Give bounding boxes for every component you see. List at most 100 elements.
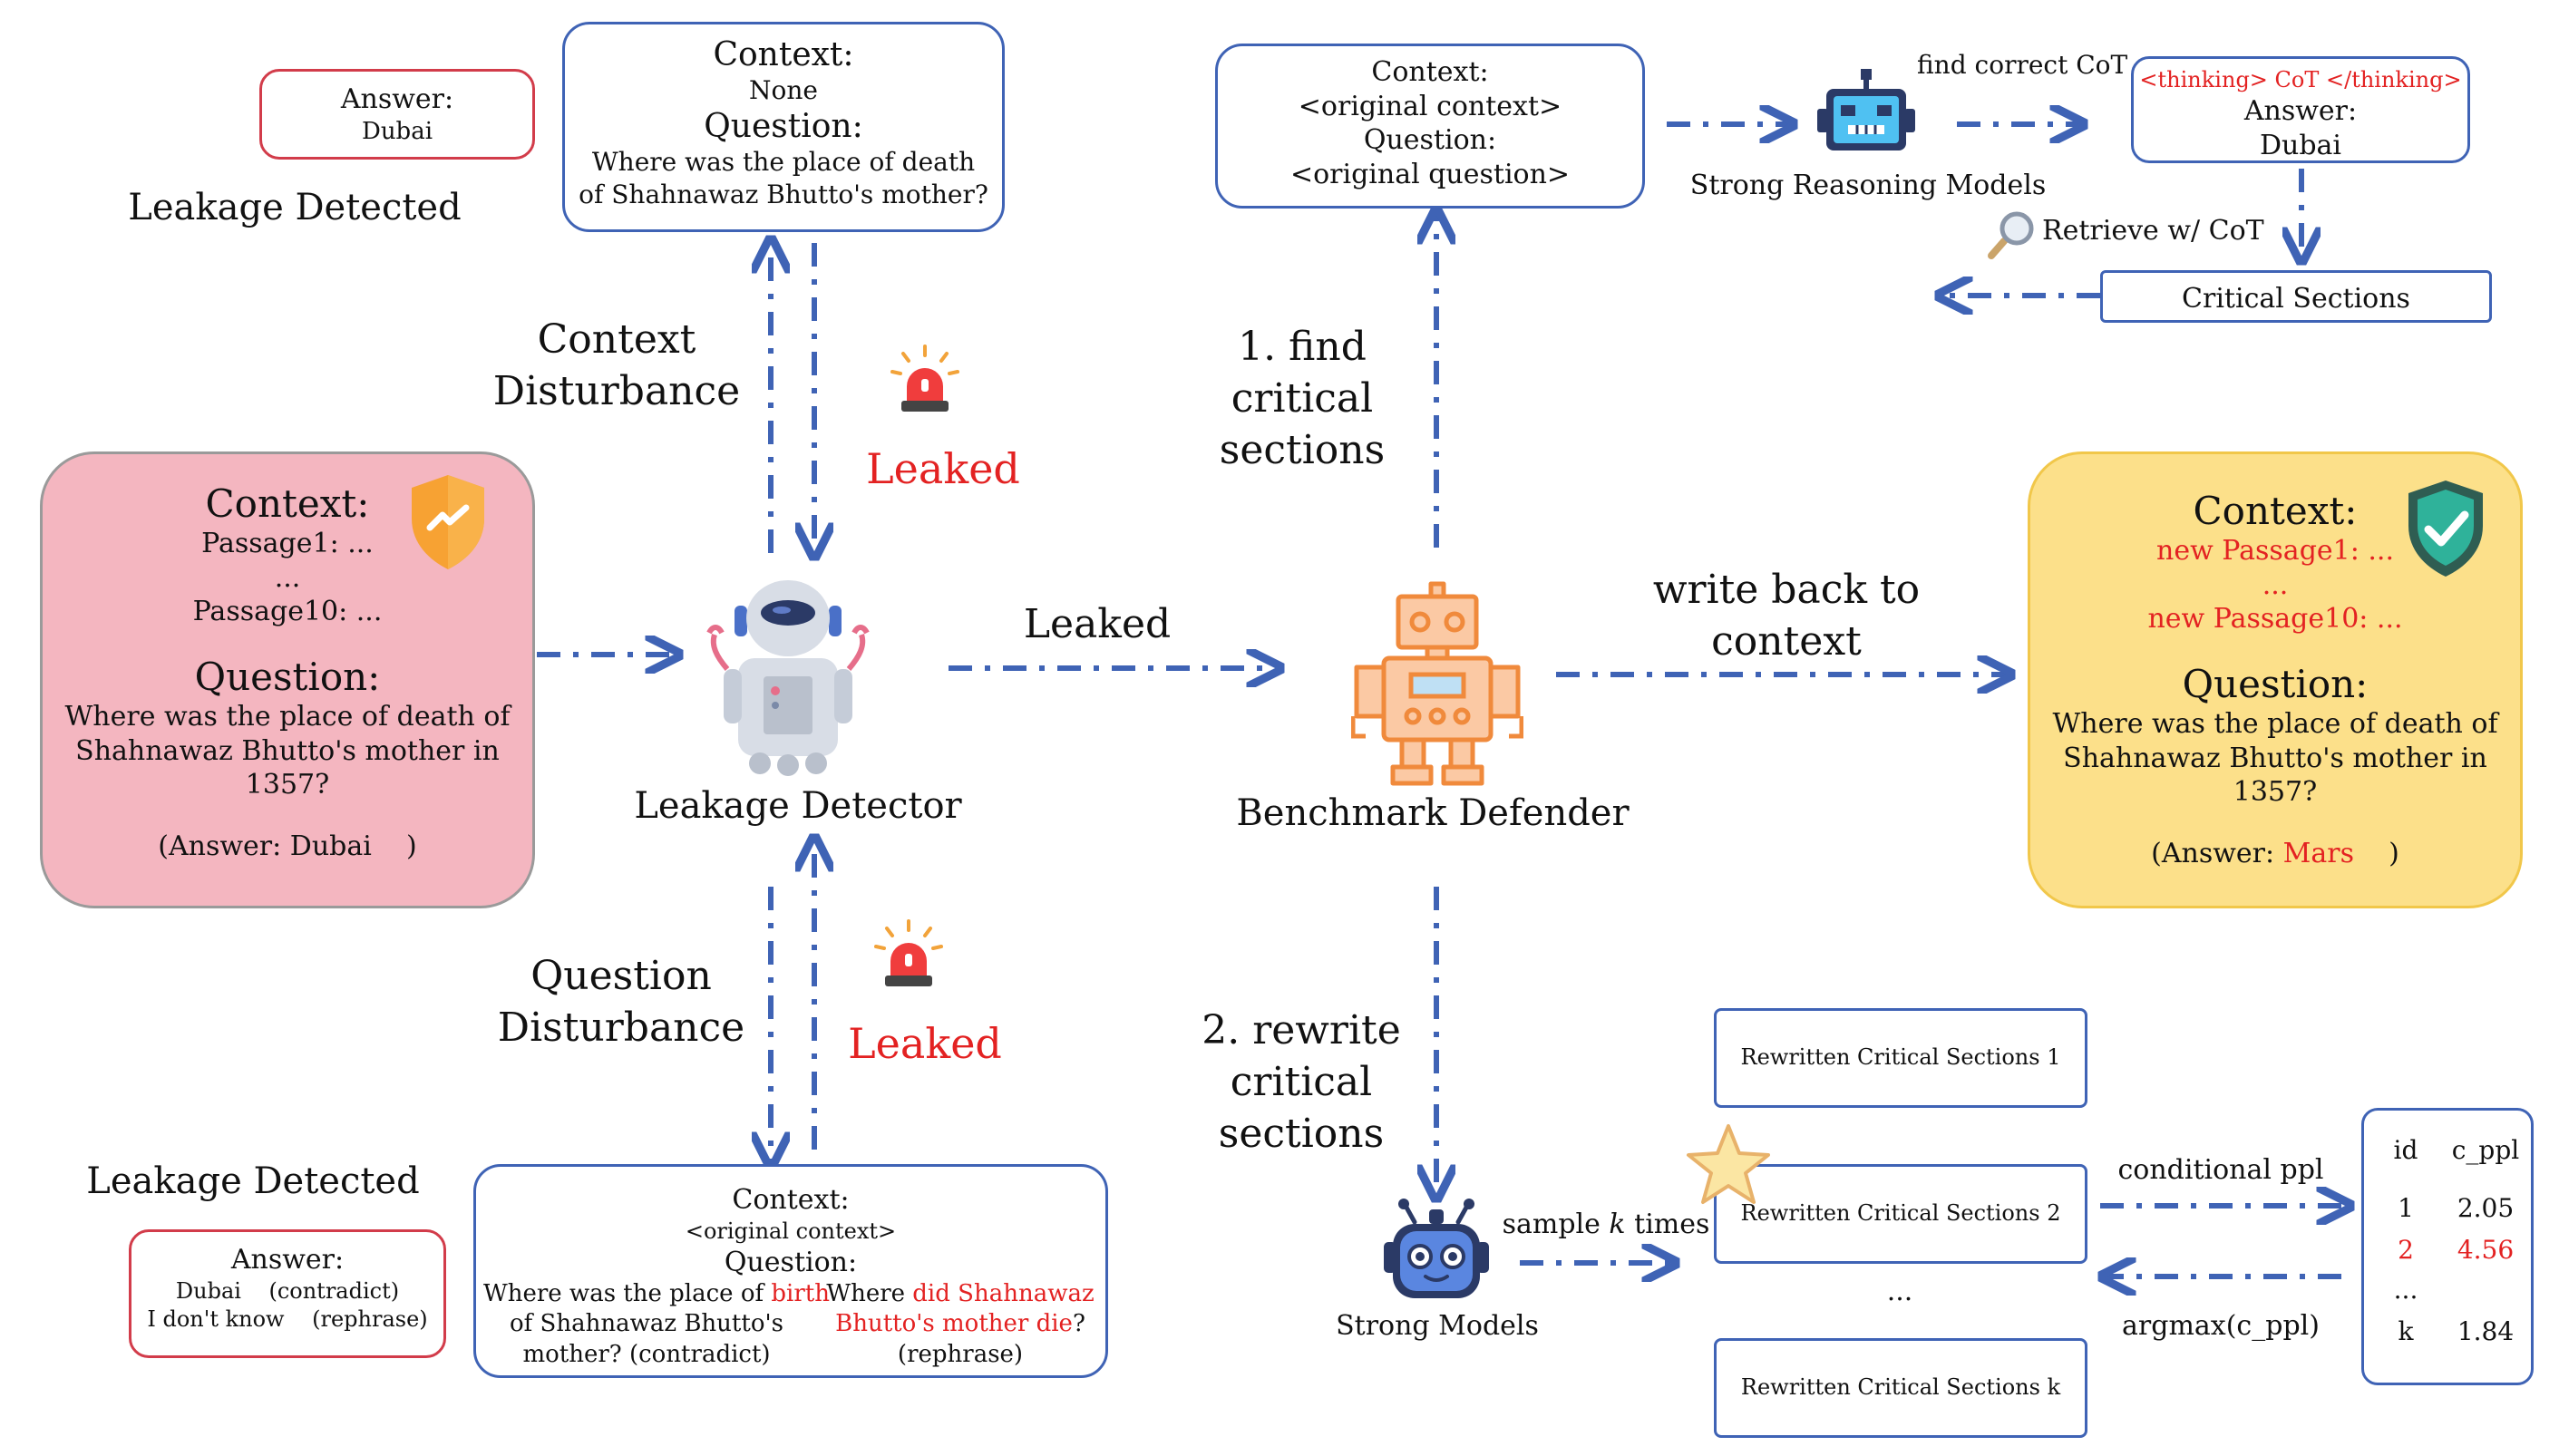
rewritten-section-k-text: Rewritten Critical Sections k	[1740, 1374, 2061, 1400]
rewrite-line-2: critical	[1230, 1059, 1373, 1106]
input-question-title: Question:	[194, 654, 381, 699]
robot-detector-icon	[706, 580, 870, 776]
qd-right-q2-red: Bhutto's mother die	[835, 1310, 1073, 1338]
find-critical-label: 1. find critical sections	[1184, 321, 1420, 477]
rewrite-line-1: 2. rewrite	[1202, 1007, 1401, 1053]
output-context-title: Context:	[2193, 489, 2358, 533]
qd-right-q1-red: did Shahnawaz	[912, 1280, 1095, 1307]
output-answer-value: Mars	[2282, 837, 2354, 869]
argmax-label: argmax(c_ppl)	[2122, 1310, 2320, 1342]
output-question-line-3: 1357?	[2233, 776, 2318, 809]
ppl-header-cppl: c_ppl	[2451, 1135, 2520, 1165]
bottom-answer-rephrase: (rephrase)	[312, 1306, 428, 1332]
ppl-row-4-cppl: 1.84	[2457, 1316, 2515, 1346]
sample-prefix: sample	[1502, 1208, 1610, 1240]
qd-left-q3: mother? (contradict)	[522, 1340, 771, 1368]
find-line-1: 1. find	[1238, 324, 1367, 370]
qd-right-q2-suffix: ?	[1072, 1310, 1085, 1338]
output-question-title: Question:	[2182, 661, 2369, 706]
output-passage-last: new Passage10: ...	[2147, 603, 2403, 636]
reasoning-context-title: Context:	[1371, 56, 1489, 88]
find-line-3: sections	[1219, 427, 1386, 474]
bottom-answer-box: Answer: Dubai (contradict) I don't know …	[129, 1229, 446, 1358]
output-answer-prefix: (Answer:	[2151, 837, 2283, 869]
qd-context-title: Context:	[732, 1184, 850, 1216]
magnifier-icon	[1988, 211, 2034, 259]
robot-strong-models-icon	[1384, 1199, 1489, 1298]
qd-right-q1-prefix: Where	[826, 1280, 913, 1307]
strong-models-label: Strong Models	[1336, 1310, 1539, 1342]
sample-k-times-label: sample k times	[1493, 1208, 1719, 1242]
context-value: None	[749, 75, 818, 106]
output-passage-first: new Passage1: ...	[2156, 535, 2394, 568]
robot-strong-reasoning-icon	[1817, 69, 1915, 150]
question-disturbance-line-1: Question	[530, 953, 712, 999]
bottom-answer-line-1: Dubai (contradict)	[131, 1277, 443, 1306]
rewritten-section-1-text: Rewritten Critical Sections 1	[1740, 1044, 2061, 1070]
question-title: Question:	[704, 108, 863, 146]
find-line-2: critical	[1231, 375, 1374, 422]
critical-sections-box: Critical Sections	[2100, 270, 2492, 323]
ppl-header-id: id	[2393, 1135, 2418, 1165]
output-passage-ellipsis: ...	[2262, 568, 2289, 601]
rewritten-ellipsis: ...	[1886, 1276, 1913, 1307]
bottom-answer-dubai: Dubai	[175, 1277, 241, 1304]
bottom-answer-contradict: (contradict)	[268, 1277, 400, 1304]
question-disturbance-box: Context: <original context> Question: Wh…	[473, 1164, 1108, 1378]
shield-check-icon	[2408, 480, 2483, 577]
cot-answer-box: <thinking> CoT </thinking> Answer: Dubai	[2131, 56, 2470, 163]
ppl-row-4-id: k	[2398, 1316, 2414, 1346]
conditional-ppl-label: conditional ppl	[2117, 1154, 2324, 1186]
strong-reasoning-models-label: Strong Reasoning Models	[1689, 170, 2047, 201]
bottom-answer-title: Answer:	[230, 1244, 345, 1276]
ppl-row-3-id: ...	[2393, 1275, 2418, 1305]
reasoning-input-box: Context: <original context> Question: <o…	[1215, 44, 1645, 209]
reasoning-question-title: Question:	[1363, 124, 1497, 156]
input-question-line-3: 1357?	[245, 769, 330, 801]
input-question-line-1: Where was the place of death of	[64, 701, 511, 733]
find-correct-cot-label: find correct CoT	[1917, 50, 2128, 80]
leaked-bottom-label: Leaked	[848, 1019, 1002, 1068]
output-answer: (Answer: Mars )	[2030, 837, 2520, 871]
leaked-top-label: Leaked	[866, 444, 1020, 493]
rewritten-section-2-text: Rewritten Critical Sections 2	[1740, 1200, 2061, 1226]
context-disturbance-line-2: Disturbance	[492, 368, 741, 415]
alarm-siren-icon	[874, 919, 943, 986]
output-question-line-2: Shahnawaz Bhutto's mother in	[2063, 742, 2487, 774]
qd-rephrase-question: Where did Shahnawaz Bhutto's mother die?…	[824, 1279, 1096, 1370]
top-answer-value: Dubai	[361, 117, 433, 145]
question-disturbance-label: Question Disturbance	[472, 950, 771, 1053]
output-panel: Context: new Passage1: ... ... new Passa…	[2028, 451, 2523, 908]
qd-question-title: Question:	[724, 1246, 858, 1278]
shield-icon	[412, 475, 484, 569]
input-passage-first: Passage1: ...	[201, 528, 374, 560]
benchmark-defender-label: Benchmark Defender	[1236, 792, 1630, 834]
reasoning-question-value: <original question>	[1289, 158, 1571, 190]
qd-left-q1-red: birth	[771, 1280, 830, 1307]
ppl-table: id c_ppl 1 2.05 2 4.56 ... k 1.84	[2361, 1108, 2534, 1385]
write-back-line-2: context	[1711, 618, 1862, 665]
rewrite-line-3: sections	[1218, 1111, 1385, 1158]
retrieve-cot-label: Retrieve w/ CoT	[2042, 215, 2264, 247]
question-line-1: Where was the place of death	[591, 147, 976, 178]
input-passage-ellipsis: ...	[274, 561, 301, 594]
context-disturbance-line-1: Context	[537, 316, 696, 363]
context-title: Context:	[713, 36, 854, 73]
robot-defender-icon	[1351, 581, 1523, 786]
star-icon	[1687, 1124, 1770, 1204]
input-passage-last: Passage10: ...	[192, 596, 383, 628]
input-answer: (Answer: Dubai )	[158, 830, 417, 862]
rewrite-critical-label: 2. rewrite critical sections	[1170, 1005, 1433, 1160]
write-back-label: write back to context	[1632, 564, 1941, 667]
ppl-row-2-id: 2	[2398, 1235, 2414, 1265]
leakage-detector-label: Leakage Detector	[634, 785, 962, 827]
context-disturbance-box: Context: None Question: Where was the pl…	[562, 22, 1005, 232]
rewritten-section-k: Rewritten Critical Sections k	[1714, 1338, 2087, 1438]
sample-suffix: times	[1625, 1208, 1710, 1240]
qd-left-q1-prefix: Where was the place of	[483, 1280, 772, 1307]
reasoning-context-value: <original context>	[1298, 90, 1562, 122]
ppl-row-1-cppl: 2.05	[2457, 1193, 2515, 1223]
sample-k: k	[1609, 1208, 1626, 1240]
qd-context-value: <original context>	[685, 1218, 897, 1244]
